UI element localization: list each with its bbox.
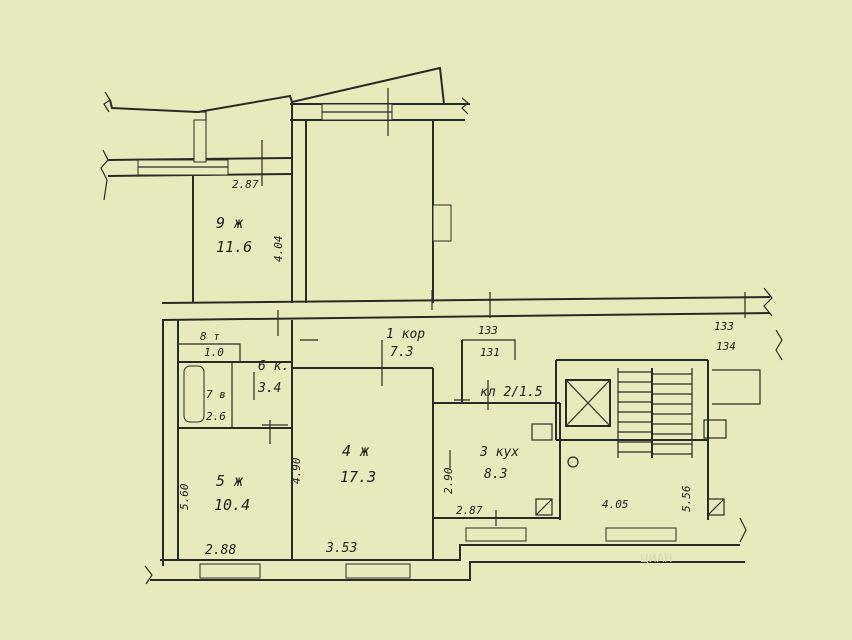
riser-circle [567,456,579,468]
window-stair [605,527,677,542]
apartment-bottom-wall-upper [160,544,740,561]
dim-560: 5.60 [178,483,191,510]
marker-133-left: 133 [478,324,498,337]
room9-label: 9 ж [216,214,244,232]
dim-287-kitchen: 2.87 [456,504,483,517]
room7-area: 2.6 [206,410,226,423]
apartment-bottom-wall-lower [150,561,745,581]
stove-box [432,204,452,242]
room3-label: 3 кух [479,445,519,460]
wall-break-mark-right [763,287,773,317]
room3-area: 8.3 [484,467,507,482]
dim-288: 2.88 [205,543,236,558]
door-ticks [253,88,746,526]
room8-area: 1.0 [204,346,224,359]
dim-353: 3.53 [325,541,357,556]
dim-404: 4.04 [272,236,285,263]
marker-133-right: 133 [714,320,734,333]
room6-area: 3.4 [257,381,281,396]
chimney-cap [192,111,207,120]
room2-label: кл 2/1.5 [480,385,543,400]
wall-break-mark-bottom-right [739,517,747,543]
corridor-wall-lower [161,312,771,321]
dim-405: 4.05 [602,498,629,511]
wall-break-mark-left [100,149,109,201]
watermark: ЦИАН [640,552,673,565]
vent-kitchen [535,498,553,516]
mailbox-stair [703,419,727,439]
dim-287-top: 2.87 [232,178,259,191]
room5-area: 10.4 [214,496,250,514]
room4-label: 4 ж [342,442,370,460]
axis-markers: 133 131 133 134 [478,320,736,359]
dim-490: 4.90 [290,457,303,484]
room9-area: 11.6 [216,238,252,256]
window-room4 [345,563,411,579]
wall-break-mark-bottom-left [144,565,153,585]
stair-treads [617,368,693,458]
window-kitchen [465,527,527,542]
window-room5 [199,563,261,579]
vent-stair [707,498,725,516]
bathtub [183,365,205,423]
mailbox-kitchen [531,423,553,441]
room4-area: 17.3 [340,468,376,486]
exterior-walls [100,66,783,585]
outer-wall-top-left [109,66,470,114]
room1-label: 1 кор [386,327,425,342]
room5-label: 5 ж [216,472,244,490]
dimension-labels: 2.87 4.04 4.90 5.60 2.88 3.53 2.90 2.87 … [178,178,693,558]
room1-area: 7.3 [390,345,413,360]
stair-side-rail [712,369,761,405]
marker-134: 134 [716,340,736,353]
pantry-top [462,339,516,360]
dim-290: 2.90 [442,467,455,494]
wall-break-mark-top-right [461,97,469,115]
room6-label: 6 к. [258,359,289,374]
elevator-shaft [565,379,611,427]
chimney [193,119,207,163]
dim-556: 5.56 [680,485,693,512]
marker-131: 131 [480,346,500,359]
wall-break-mark-far-right [775,329,783,361]
room7-label: 7 в [206,388,226,401]
room8-label: 8 т [200,330,220,343]
room-labels: 9 ж 11.6 1 кор 7.3 8 т 1.0 6 к. 3.4 7 в … [200,214,543,514]
wall-break-mark-top [103,91,111,113]
toilet-divider [178,343,241,362]
corridor-wall-upper [161,296,771,304]
elevator-cross [565,379,611,427]
